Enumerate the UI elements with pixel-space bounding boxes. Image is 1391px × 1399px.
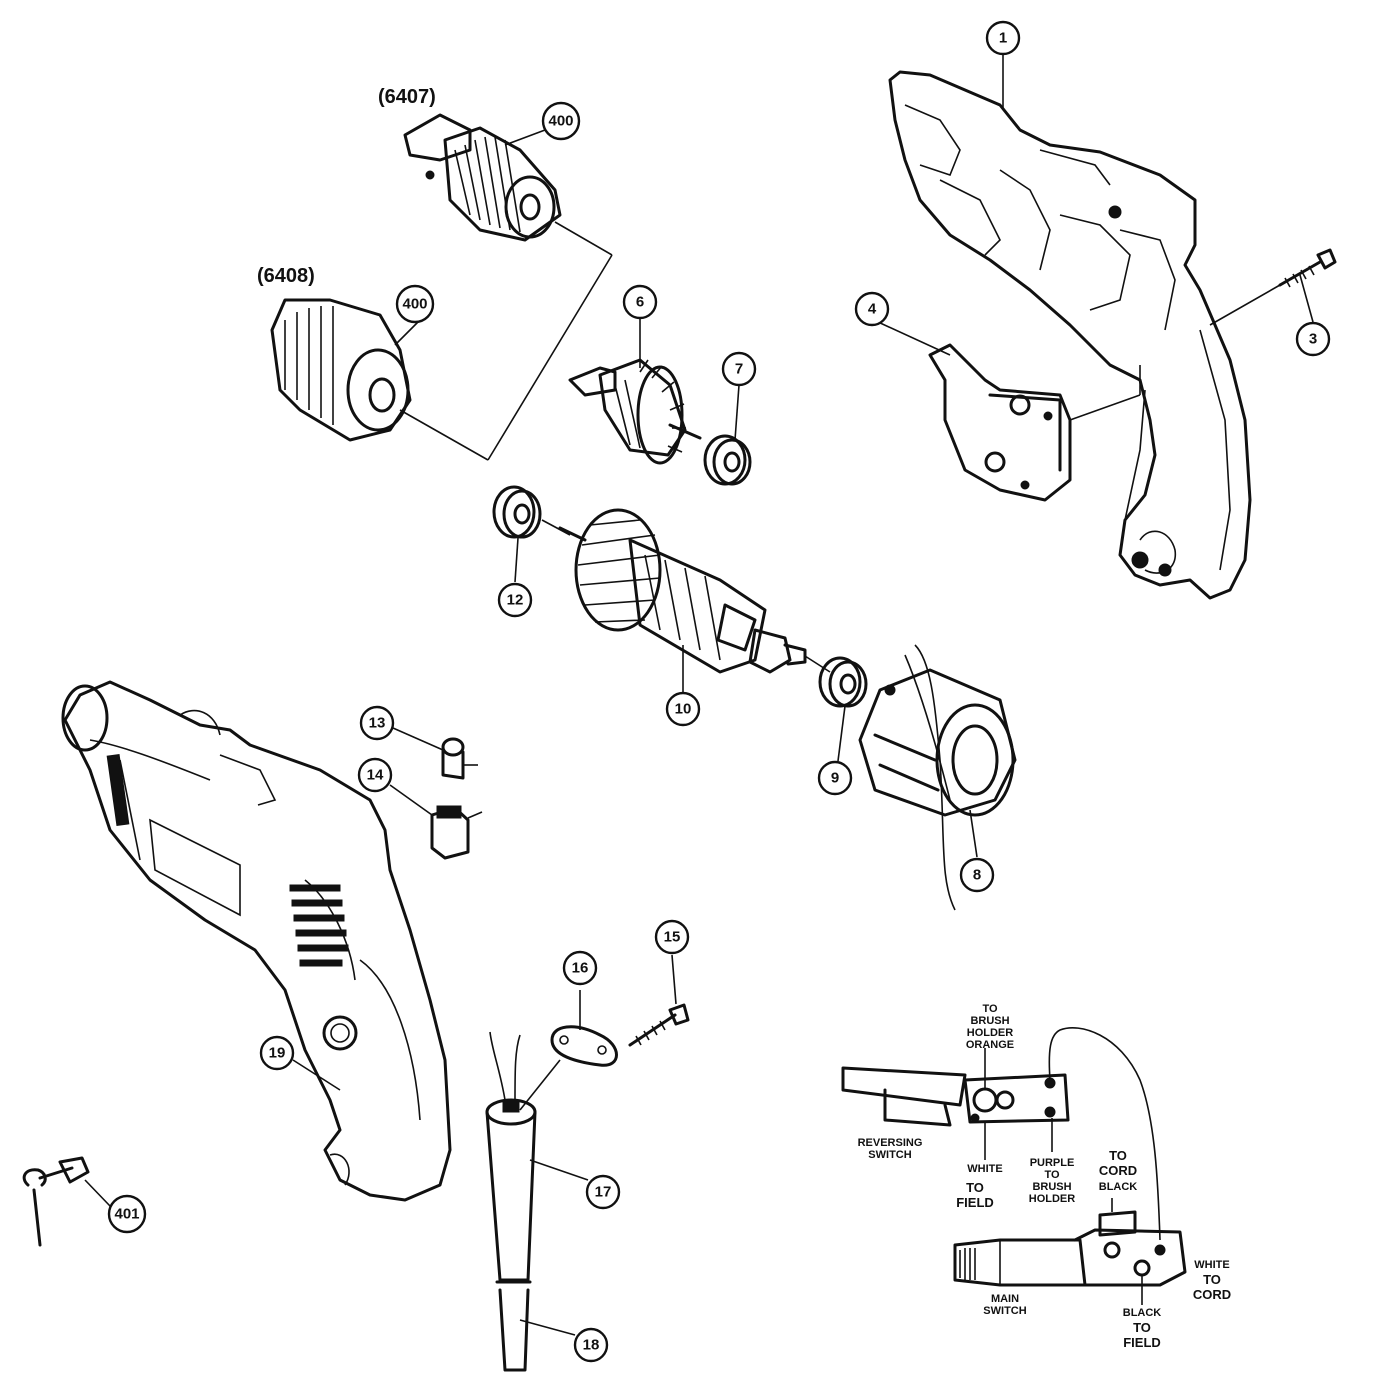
leader-lines [84,54,1314,1336]
svg-text:FIELD: FIELD [1123,1335,1161,1350]
svg-text:CORD: CORD [1099,1163,1137,1178]
callout-13: 13 [359,705,395,741]
svg-text:401: 401 [114,1206,139,1223]
callout-1: 1 [985,20,1021,56]
svg-text:FIELD: FIELD [956,1195,994,1210]
svg-text:15: 15 [664,929,681,946]
screw-15 [628,1003,690,1047]
switch-4 [928,343,1141,502]
label-reversing-switch: REVERSING SWITCH [858,1137,923,1161]
callout-7: 7 [721,351,757,387]
svg-text:BLACK: BLACK [1099,1181,1138,1193]
svg-text:SWITCH: SWITCH [983,1305,1026,1317]
svg-text:10: 10 [675,701,692,718]
power-cord [495,1280,532,1372]
wiring-schematic [841,1026,1187,1305]
svg-text:7: 7 [735,361,743,378]
model-label-6407: (6407) [378,86,436,108]
svg-text:TO: TO [966,1180,984,1195]
brush-cap [441,737,478,780]
svg-text:400: 400 [548,113,573,130]
label-to-cord-black: TO CORD BLACK [1099,1148,1138,1193]
svg-text:12: 12 [507,592,524,609]
housing-left-half [61,680,452,1202]
svg-text:14: 14 [367,767,384,784]
callout-18: 18 [573,1327,609,1363]
label-main-switch: MAIN SWITCH [983,1293,1026,1317]
callout-400-6408: 400 [395,284,435,324]
svg-text:6: 6 [636,294,644,311]
cord-protector [485,1031,537,1282]
label-to-brush-holder-orange: TO BRUSH HOLDER ORANGE [966,1003,1014,1051]
bearing-9 [818,656,868,708]
keyed-chuck [403,113,613,461]
svg-text:13: 13 [369,715,386,732]
callout-15: 15 [654,919,690,955]
svg-text:BRUSH: BRUSH [970,1015,1009,1027]
svg-text:BRUSH: BRUSH [1032,1181,1071,1193]
spindle-gear [568,358,702,465]
callout-17: 17 [585,1174,621,1210]
svg-text:WHITE: WHITE [1194,1259,1229,1271]
label-black-to-field: BLACK TO FIELD [1123,1307,1162,1350]
svg-text:400: 400 [402,296,427,313]
label-white: WHITE [967,1163,1002,1175]
svg-text:REVERSING: REVERSING [858,1137,923,1149]
svg-text:HOLDER: HOLDER [1029,1193,1076,1205]
bearing-12 [492,485,571,539]
callout-8: 8 [959,857,995,893]
svg-text:TO: TO [1203,1272,1221,1287]
label-purple-to-brush-holder: PURPLE TO BRUSH HOLDER [1029,1157,1076,1205]
housing-vent [289,884,349,967]
keyless-chuck [270,298,489,461]
label-white-to-cord: WHITE TO CORD [1193,1259,1231,1302]
callout-10: 10 [665,691,701,727]
svg-text:TO: TO [982,1003,998,1015]
callout-4: 4 [854,291,890,327]
bearing-7 [703,434,752,486]
svg-text:TO: TO [1109,1148,1127,1163]
chuck-key [22,1156,90,1247]
svg-text:4: 4 [868,301,877,318]
callout-401: 401 [107,1194,147,1234]
svg-text:SWITCH: SWITCH [868,1149,911,1161]
svg-text:TO: TO [1133,1320,1151,1335]
armature [558,508,831,674]
callout-400-6407: 400 [541,101,581,141]
housing-right-half [888,70,1252,600]
callout-6: 6 [622,284,658,320]
screw-3 [1209,248,1337,326]
svg-text:ORANGE: ORANGE [966,1039,1014,1051]
svg-text:19: 19 [269,1045,286,1062]
svg-text:8: 8 [973,867,981,884]
cord-clamp [519,1025,618,1111]
svg-text:9: 9 [831,770,839,787]
svg-text:3: 3 [1309,331,1317,348]
svg-text:16: 16 [572,960,589,977]
svg-text:MAIN: MAIN [991,1293,1019,1305]
svg-text:HOLDER: HOLDER [967,1027,1014,1039]
callout-3: 3 [1295,321,1331,357]
svg-text:1: 1 [999,30,1007,47]
callout-12: 12 [497,582,533,618]
svg-text:PURPLE: PURPLE [1030,1157,1075,1169]
svg-text:TO: TO [1044,1169,1060,1181]
svg-text:17: 17 [595,1184,612,1201]
callout-14: 14 [357,757,393,793]
model-label-6408: (6408) [257,265,315,287]
svg-text:CORD: CORD [1193,1287,1231,1302]
label-to-field-left: TO FIELD [956,1180,994,1210]
svg-text:BLACK: BLACK [1123,1307,1162,1319]
field-assembly [858,644,1017,911]
callout-9: 9 [817,760,853,796]
svg-text:18: 18 [583,1337,600,1354]
callout-19: 19 [259,1035,295,1071]
brush-holder [430,805,483,860]
callout-16: 16 [562,950,598,986]
